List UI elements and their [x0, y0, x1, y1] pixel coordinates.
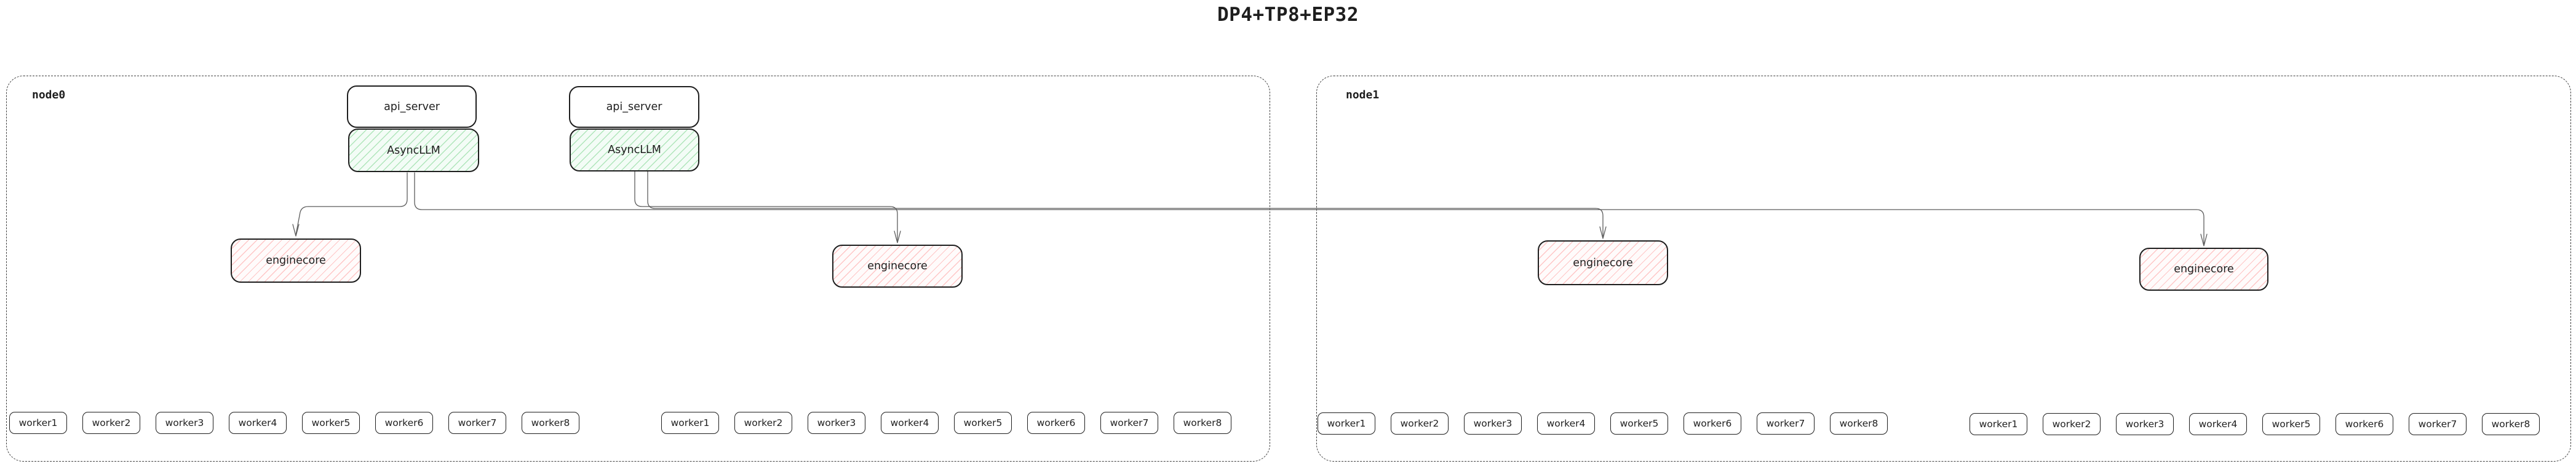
- node1-label: node1: [1346, 89, 1380, 101]
- worker-chip: worker4: [1537, 412, 1595, 435]
- worker-chip: worker4: [881, 412, 939, 434]
- worker-chip: worker2: [1391, 412, 1449, 435]
- node0-label: node0: [32, 89, 66, 101]
- asyncllm-box-1: AsyncLLM: [348, 128, 479, 172]
- worker-chip: worker5: [2262, 413, 2320, 435]
- worker-chip: worker3: [808, 412, 865, 434]
- api-server-box-1: api_server: [347, 85, 477, 128]
- diagram-title: DP4+TP8+EP32: [1217, 4, 1359, 26]
- worker-row-node0-a: worker1 worker2 worker3 worker4 worker5 worke…: [9, 412, 579, 434]
- worker-row-node0-b: worker1 worker2 worker3 worker4 worker5 worke…: [661, 412, 1231, 434]
- worker-chip: worker6: [375, 412, 433, 434]
- worker-chip: worker2: [734, 412, 792, 434]
- worker-row-node1-a: worker1 worker2 worker3 worker4 worker5 worke…: [1318, 412, 1888, 435]
- worker-chip: worker6: [1684, 412, 1741, 435]
- worker-chip: worker3: [2116, 413, 2174, 435]
- worker-chip: worker7: [448, 412, 506, 434]
- worker-chip: worker6: [2335, 413, 2393, 435]
- enginecore-box-3: enginecore: [1538, 240, 1668, 285]
- api-server-box-2: api_server: [569, 86, 699, 128]
- worker-chip: worker1: [1318, 412, 1375, 435]
- worker-chip: worker7: [2409, 413, 2467, 435]
- enginecore-box-4: enginecore: [2139, 248, 2268, 291]
- worker-chip: worker5: [302, 412, 360, 434]
- worker-chip: worker7: [1100, 412, 1158, 434]
- worker-chip: worker1: [9, 412, 67, 434]
- worker-chip: worker5: [954, 412, 1012, 434]
- node0-container: [6, 76, 1270, 462]
- worker-chip: worker4: [2189, 413, 2247, 435]
- worker-chip: worker6: [1027, 412, 1085, 434]
- worker-chip: worker8: [522, 412, 579, 434]
- node1-container: [1316, 76, 2571, 462]
- worker-chip: worker5: [1610, 412, 1668, 435]
- worker-chip: worker2: [82, 412, 140, 434]
- worker-chip: worker1: [1970, 413, 2027, 435]
- worker-row-node1-b: worker1 worker2 worker3 worker4 worker5 worke…: [1970, 413, 2540, 435]
- worker-chip: worker8: [1174, 412, 1231, 434]
- worker-chip: worker8: [1830, 412, 1888, 435]
- worker-chip: worker7: [1757, 412, 1815, 435]
- asyncllm-box-2: AsyncLLM: [570, 128, 699, 171]
- enginecore-box-2: enginecore: [832, 245, 963, 288]
- worker-chip: worker4: [229, 412, 287, 434]
- worker-chip: worker3: [156, 412, 213, 434]
- worker-chip: worker2: [2043, 413, 2101, 435]
- worker-chip: worker3: [1464, 412, 1522, 435]
- enginecore-box-1: enginecore: [231, 238, 361, 283]
- worker-chip: worker1: [661, 412, 719, 434]
- worker-chip: worker8: [2482, 413, 2540, 435]
